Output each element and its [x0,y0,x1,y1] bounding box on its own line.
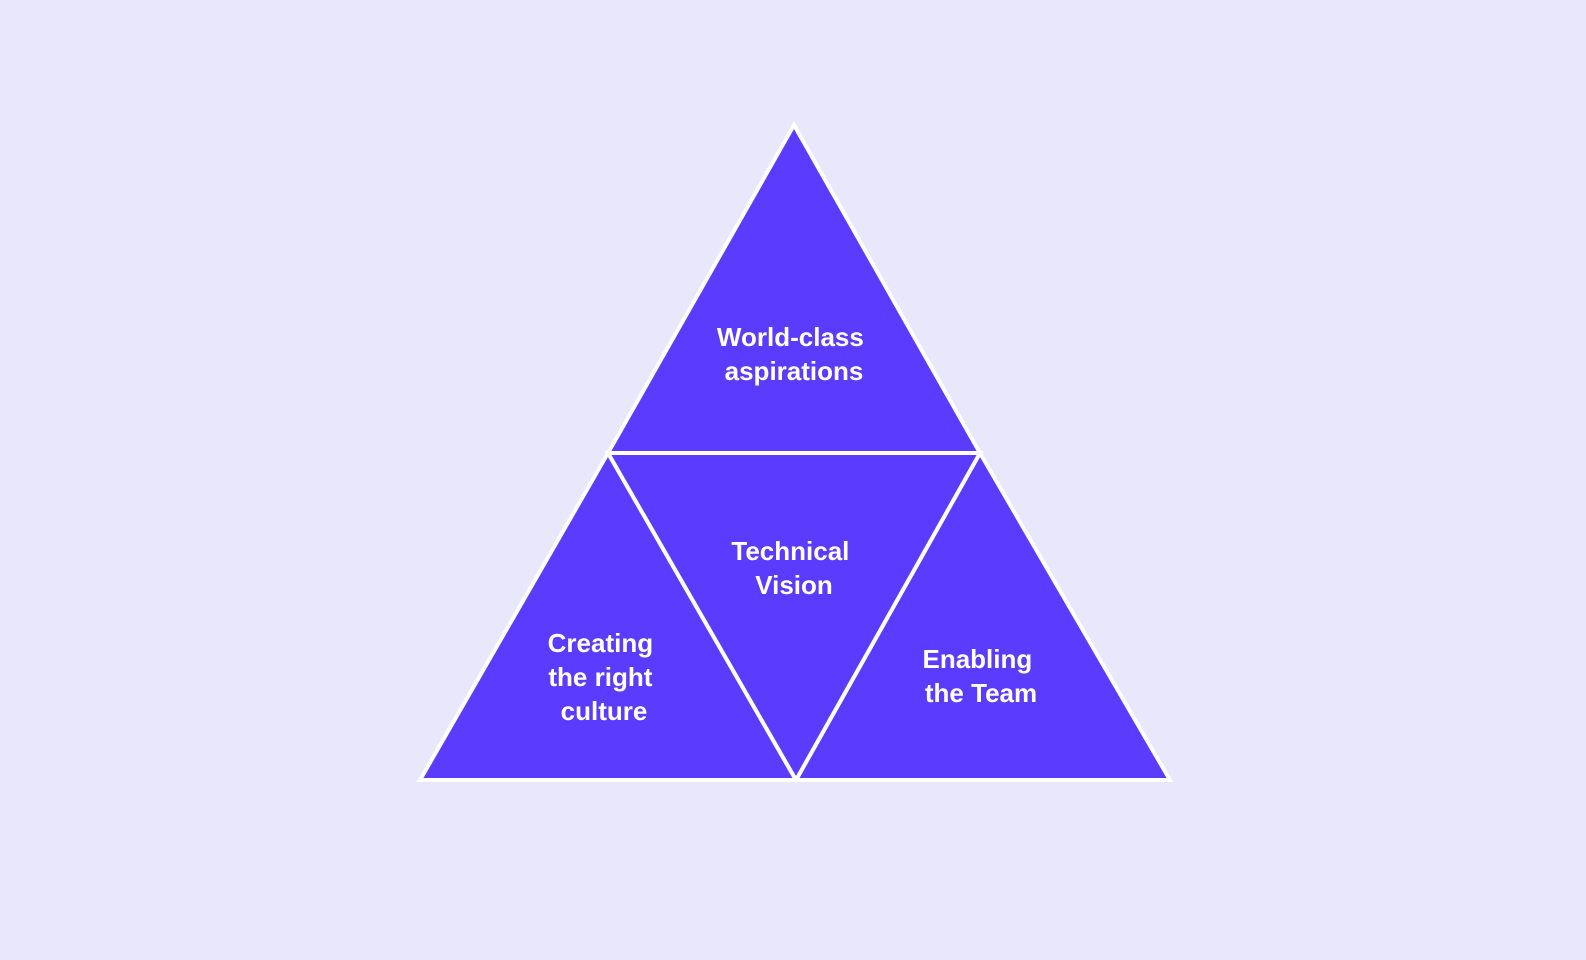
left-label-line-2: the right [548,662,652,692]
right-label-line-1: Enabling [922,644,1032,674]
right-label-line-2: the Team [925,678,1037,708]
left-label-line-3: culture [561,696,648,726]
top-label-line-2: aspirations [725,356,864,386]
center-triangle [604,451,984,785]
left-segment-label: Creating the right culture [548,628,661,726]
center-label-line-2: Vision [755,570,833,600]
left-label-line-1: Creating [548,628,653,658]
center-segment-label: Technical Vision [731,536,856,600]
top-segment-label: World-class aspirations [717,322,871,386]
top-label-line-1: World-class [717,322,864,352]
right-segment-label: Enabling the Team [922,644,1039,708]
center-label-line-1: Technical [731,536,849,566]
